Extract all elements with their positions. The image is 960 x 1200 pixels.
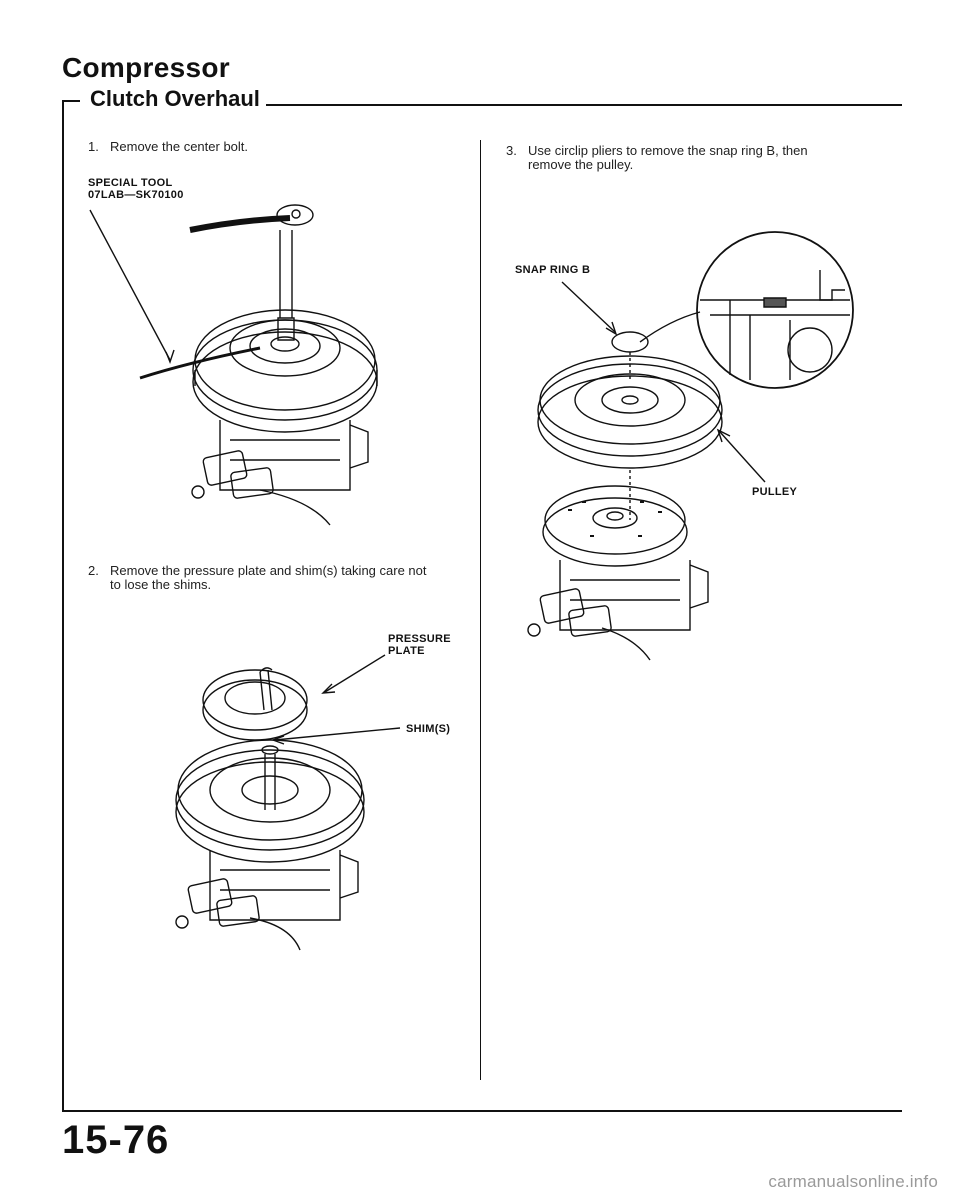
clutch-connector: [540, 588, 585, 624]
connector-wire: [602, 628, 650, 660]
pulley-leader: [720, 432, 765, 482]
step-1-text: Remove the center bolt.: [110, 139, 249, 154]
step-3-text-line2: remove the pulley.: [528, 157, 634, 172]
special-tool-label-line1: SPECIAL TOOL: [88, 177, 173, 189]
pressure-plate-label-line2: PLATE: [388, 645, 425, 657]
ratchet-handle: [190, 218, 290, 230]
pulley: [195, 310, 375, 410]
special-tool-arrowhead: [166, 350, 174, 362]
shaft: [265, 754, 275, 810]
pulley: [540, 356, 720, 444]
snap-ring-detail: [764, 298, 786, 307]
pressure-plate-removal-illustration: [160, 660, 400, 950]
frame-top-left-tick: [62, 100, 80, 102]
special-tool-label: SPECIAL TOOL 07LAB—SK70100: [88, 177, 184, 201]
page-title: Compressor: [62, 52, 230, 83]
step-2-text-line2: to lose the shims.: [110, 577, 212, 592]
field-coil-rotor: [545, 486, 685, 554]
snap-ring: [612, 332, 648, 352]
connector-wire: [250, 918, 300, 950]
clutch-connector: [203, 450, 248, 486]
frame-left-rule: [62, 100, 64, 1112]
frame-top-rule: [266, 104, 902, 106]
connector-wire: [260, 490, 330, 525]
removed-pressure-plate: [203, 670, 307, 730]
frame-bottom-rule: [62, 1110, 902, 1112]
pressure-plate-label: PRESSURE PLATE: [388, 633, 451, 657]
shims-leader: [275, 728, 400, 740]
snap-ring-leader: [562, 282, 615, 332]
snap-ring-label: SNAP RING B: [515, 264, 591, 276]
step-2: 2. Remove the pressure plate and shim(s) …: [88, 564, 427, 592]
shims-label: SHIM(S): [406, 723, 451, 735]
pulley-label: PULLEY: [752, 486, 798, 498]
step-3-number: 3.: [506, 143, 517, 158]
compressor-body: [210, 850, 340, 920]
socket-extension: [280, 230, 292, 318]
watermark: carmanualsonline.info: [768, 1172, 938, 1191]
ratchet-head: [277, 205, 313, 225]
special-tool-leader: [90, 210, 170, 360]
step-3-text-line1: Use circlip pliers to remove the snap ri…: [528, 143, 808, 158]
step-1: 1. Remove the center bolt.: [88, 140, 248, 154]
column-divider: [480, 140, 481, 1080]
pulley-removal-illustration: [520, 220, 880, 680]
special-tool-label-line2: 07LAB—SK70100: [88, 189, 184, 201]
step-2-number: 2.: [88, 563, 99, 578]
compressor-body: [560, 560, 690, 630]
section-subtitle: Clutch Overhaul: [90, 86, 260, 111]
step-1-number: 1.: [88, 139, 99, 154]
clutch-connector: [188, 878, 233, 914]
page-number: 15-76: [62, 1118, 170, 1162]
center-bolt-removal-illustration: [120, 200, 380, 530]
pressure-plate-leader: [325, 655, 385, 692]
snap-ring-detail-inset: [697, 232, 853, 388]
ratchet-pivot: [292, 210, 300, 218]
pressure-plate-label-line1: PRESSURE: [388, 633, 451, 645]
step-3: 3. Use circlip pliers to remove the snap …: [506, 144, 808, 172]
pulley: [178, 740, 362, 840]
step-2-text-line1: Remove the pressure plate and shim(s) ta…: [110, 563, 427, 578]
